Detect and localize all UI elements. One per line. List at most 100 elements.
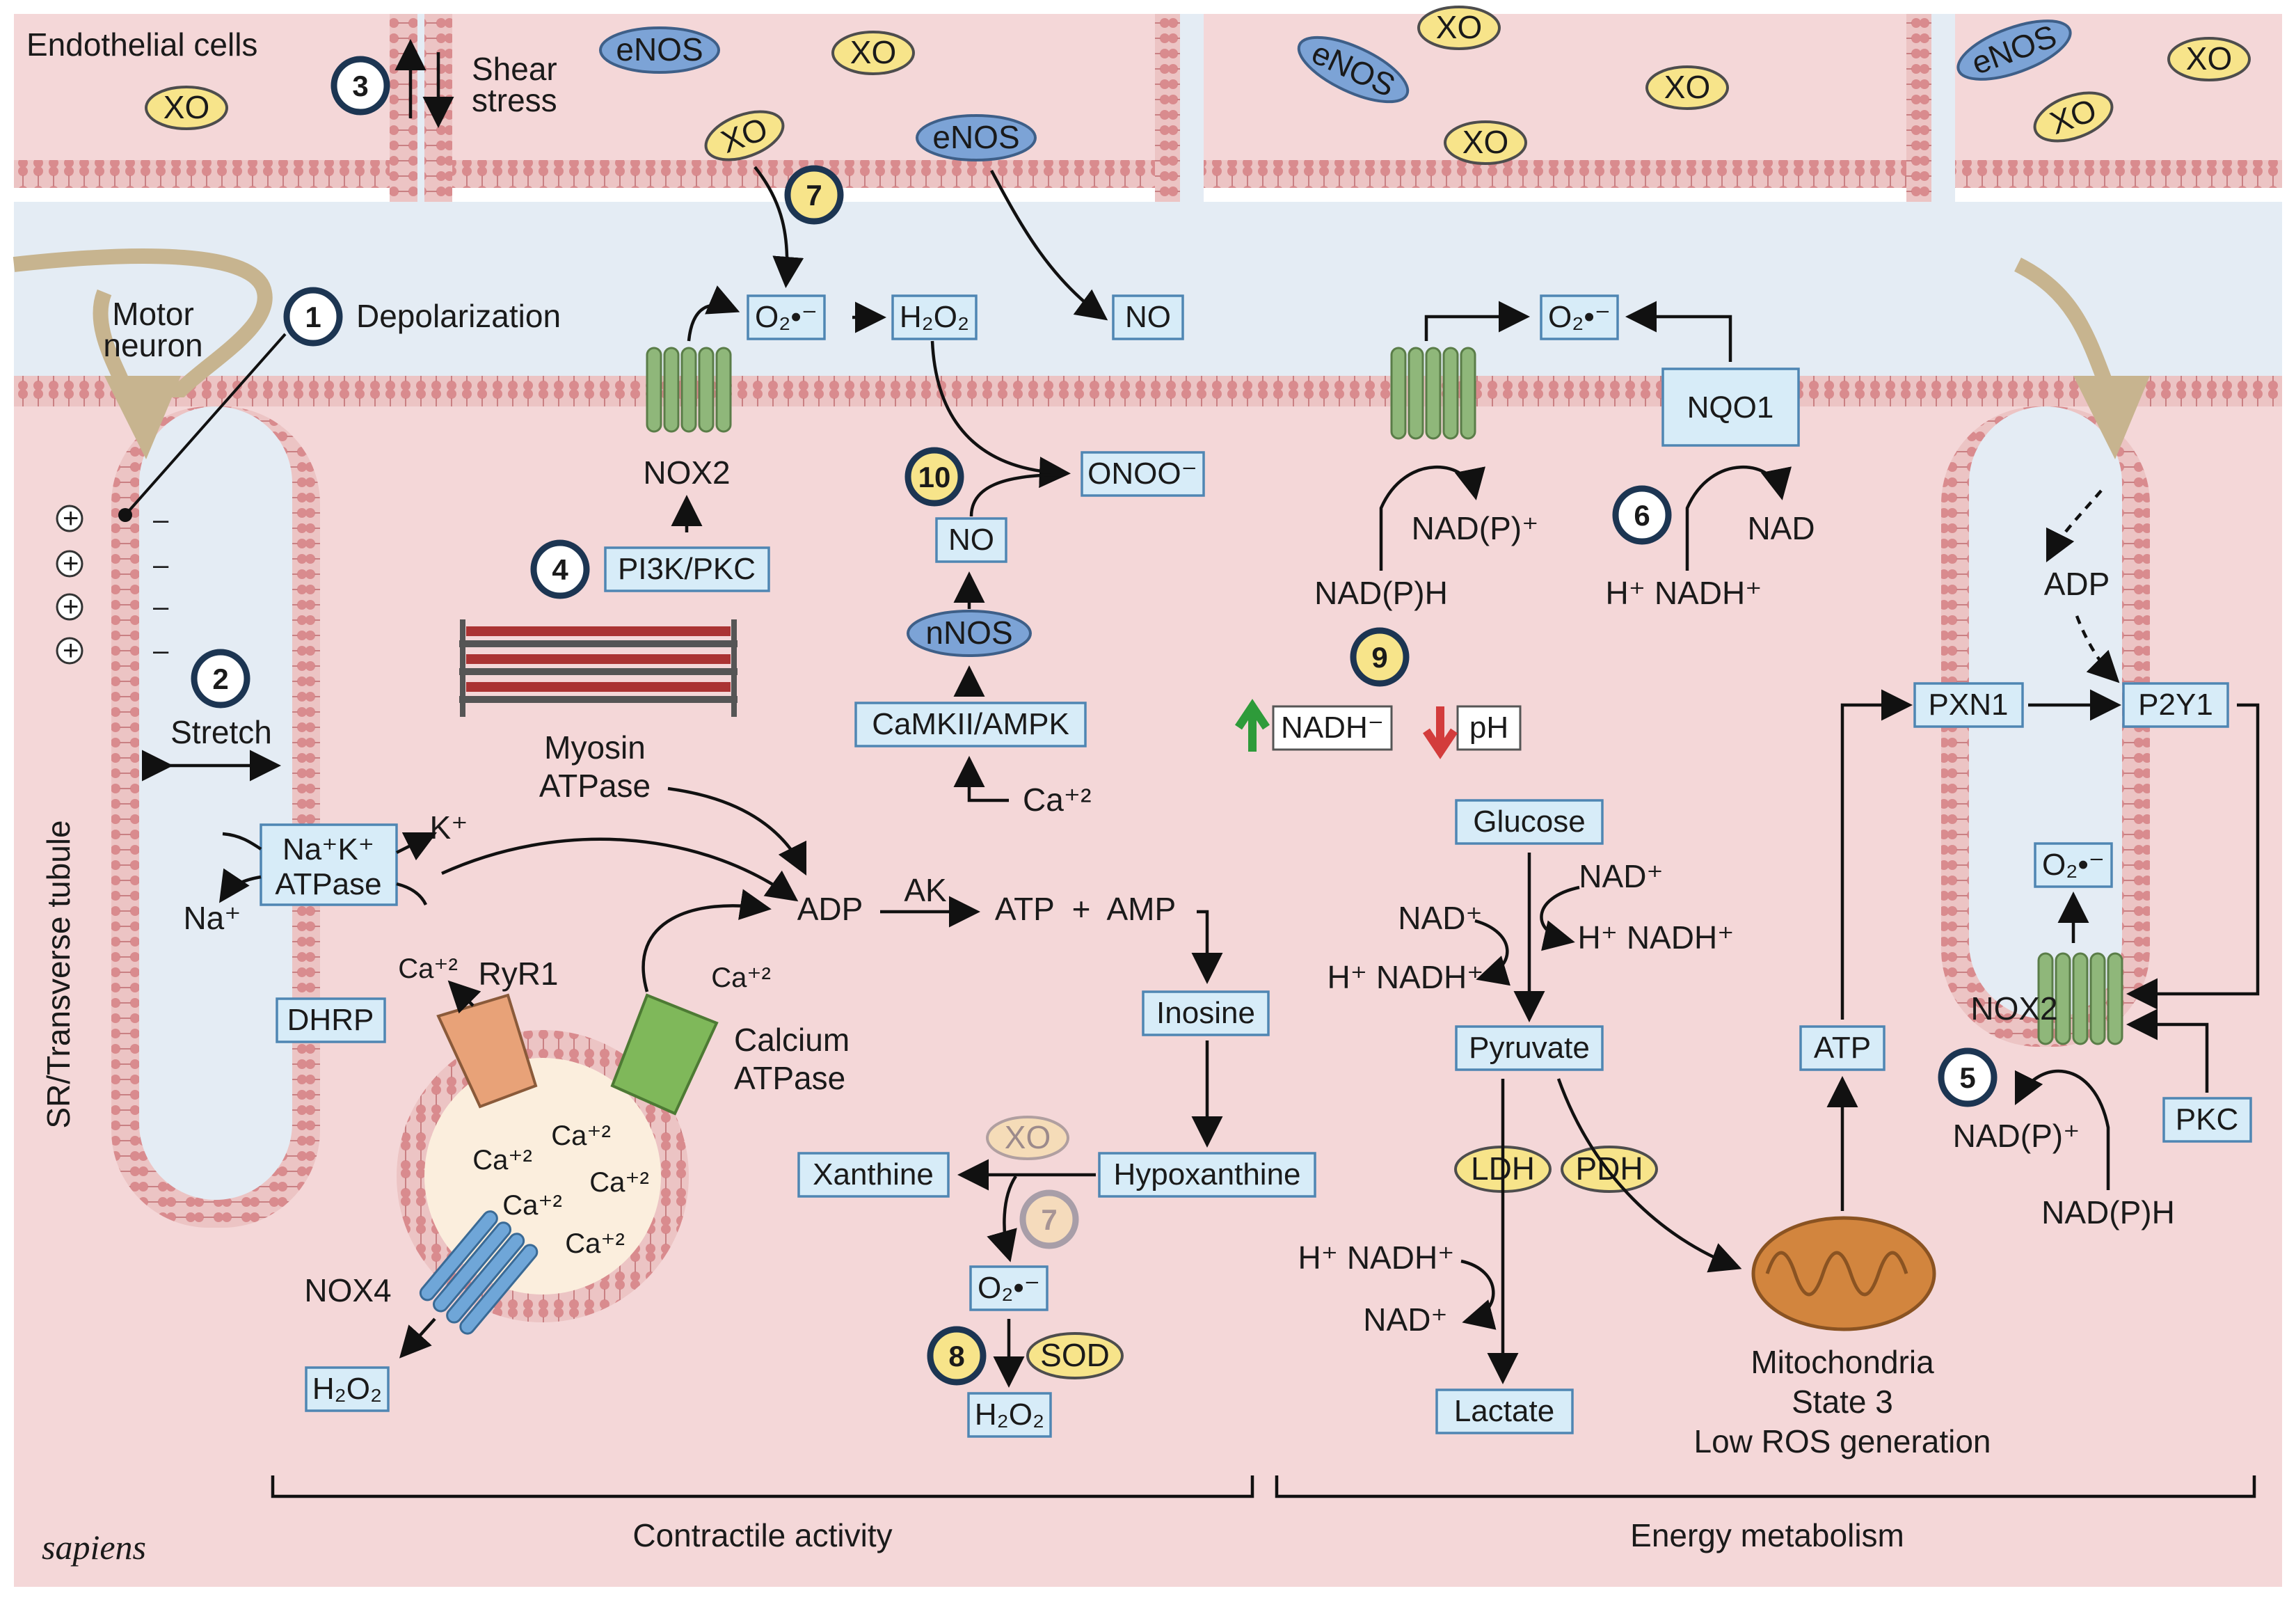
box-camkii: CaMKII/AMPK bbox=[854, 702, 1087, 747]
svg-text:PKC: PKC bbox=[2176, 1102, 2238, 1137]
svg-text:3: 3 bbox=[352, 70, 368, 102]
label-motor-neuron-1: Motor bbox=[112, 296, 194, 332]
box-nqo1: NQO1 bbox=[1661, 367, 1800, 447]
box-p2y1: P2Y1 bbox=[2122, 682, 2229, 728]
label-nad-nqo1: NAD bbox=[1747, 510, 1815, 546]
label-nox4: NOX4 bbox=[304, 1272, 391, 1308]
bracket-energy bbox=[1275, 1475, 2256, 1498]
step-7-faded: 7 bbox=[1019, 1189, 1079, 1249]
label-myosin-2: ATPase bbox=[539, 768, 651, 804]
svg-text:P2Y1: P2Y1 bbox=[2138, 688, 2213, 722]
svg-text:–: – bbox=[153, 592, 169, 622]
svg-text:eNOS: eNOS bbox=[616, 31, 703, 68]
label-mitochondria-2: State 3 bbox=[1792, 1384, 1893, 1420]
label-ak: AK bbox=[904, 872, 947, 908]
membrane-charges: + + + + – – – – bbox=[56, 503, 169, 666]
label-ca-5: Ca⁺² bbox=[565, 1228, 625, 1259]
svg-text:XO: XO bbox=[1664, 69, 1710, 105]
box-no-mid: NO bbox=[935, 517, 1007, 563]
label-adp-center: ADP bbox=[797, 891, 863, 927]
svg-text:Na⁺K⁺: Na⁺K⁺ bbox=[282, 832, 374, 866]
box-onoo: ONOO⁻ bbox=[1081, 451, 1205, 497]
sod-oval: SOD bbox=[1026, 1332, 1124, 1379]
label-ca-4: Ca⁺² bbox=[502, 1190, 562, 1221]
label-k: K⁺ bbox=[430, 809, 468, 846]
step-7: 7 bbox=[784, 165, 844, 225]
xo-oval-8: XO bbox=[2033, 91, 2114, 143]
svg-text:H₂O₂: H₂O₂ bbox=[312, 1372, 382, 1406]
xo-oval-3: XO bbox=[704, 110, 785, 161]
label-stretch: Stretch bbox=[170, 714, 272, 750]
svg-text:XO: XO bbox=[164, 89, 209, 125]
xo-oval-1: XO bbox=[145, 86, 228, 130]
svg-text:DHRP: DHRP bbox=[287, 1003, 374, 1037]
label-h-nadh-glycolysis-left: H⁺ NADH⁺ bbox=[1328, 959, 1484, 995]
xo-oval-faded: XO bbox=[986, 1116, 1069, 1160]
svg-text:H₂O₂: H₂O₂ bbox=[900, 300, 969, 334]
svg-text:XO: XO bbox=[1436, 9, 1482, 45]
bracket-contractile bbox=[271, 1475, 1254, 1498]
label-h-nadh-nqo1: H⁺ NADH⁺ bbox=[1606, 575, 1762, 611]
xo-oval-2: XO bbox=[831, 31, 915, 75]
svg-text:4: 4 bbox=[552, 553, 568, 586]
box-h2o2-top: H₂O₂ bbox=[891, 294, 978, 340]
svg-text:1: 1 bbox=[305, 301, 321, 333]
label-stress: stress bbox=[472, 82, 557, 118]
label-sr-tubule: SR/Transverse tubule bbox=[40, 820, 77, 1128]
svg-text:ATP: ATP bbox=[1814, 1031, 1871, 1065]
svg-text:ONOO⁻: ONOO⁻ bbox=[1087, 457, 1197, 491]
box-dhrp: DHRP bbox=[276, 997, 386, 1043]
svg-text:Hypoxanthine: Hypoxanthine bbox=[1113, 1157, 1300, 1192]
svg-text:nNOS: nNOS bbox=[925, 615, 1012, 651]
motor-neuron-right bbox=[2014, 258, 2150, 459]
box-atp: ATP bbox=[1799, 1025, 1886, 1071]
svg-text:PI3K/PKC: PI3K/PKC bbox=[618, 552, 756, 586]
box-pyruvate: Pyruvate bbox=[1455, 1025, 1604, 1071]
svg-text:–: – bbox=[153, 635, 169, 666]
box-hypoxanthine: Hypoxanthine bbox=[1098, 1152, 1316, 1198]
xo-oval-4: XO bbox=[1417, 6, 1501, 50]
credit-logo: sapiens bbox=[42, 1528, 146, 1567]
svg-text:NADH⁻: NADH⁻ bbox=[1281, 711, 1384, 745]
svg-text:XO: XO bbox=[1005, 1119, 1051, 1155]
interstitial-space bbox=[14, 202, 2282, 376]
label-nad-plus-ldh: NAD⁺ bbox=[1363, 1301, 1447, 1338]
myosin-icon bbox=[459, 619, 738, 717]
label-atp-amp: ATP + AMP bbox=[995, 891, 1176, 927]
label-na: Na⁺ bbox=[183, 900, 241, 936]
step-6: 6 bbox=[1612, 485, 1672, 545]
box-pxn1: PXN1 bbox=[1913, 682, 2024, 728]
box-no-top: NO bbox=[1112, 294, 1184, 340]
label-energy-metabolism: Energy metabolism bbox=[1630, 1517, 1904, 1553]
box-xanthine: Xanthine bbox=[797, 1152, 950, 1198]
box-nak-atpase: Na⁺K⁺ATPase bbox=[260, 823, 398, 906]
svg-text:NQO1: NQO1 bbox=[1687, 390, 1774, 425]
svg-text:NO: NO bbox=[1125, 300, 1171, 334]
svg-text:Glucose: Glucose bbox=[1473, 805, 1585, 839]
xo-oval-5: XO bbox=[1645, 65, 1729, 110]
svg-text:9: 9 bbox=[1371, 641, 1387, 674]
svg-text:Lactate: Lactate bbox=[1454, 1394, 1554, 1428]
label-ca-camkii: Ca⁺² bbox=[1023, 782, 1091, 818]
svg-text:O₂•⁻: O₂•⁻ bbox=[755, 300, 818, 334]
label-ryr1: RyR1 bbox=[478, 956, 558, 992]
step-3: 3 bbox=[330, 56, 390, 116]
label-nadp-plus-right: NAD(P)⁺ bbox=[1953, 1118, 2080, 1154]
svg-text:7: 7 bbox=[806, 179, 822, 212]
motor-neuron-left bbox=[13, 248, 273, 459]
label-contractile-activity: Contractile activity bbox=[632, 1517, 892, 1553]
xo-oval-6: XO bbox=[1444, 120, 1527, 165]
label-h-nadh-glycolysis-right: H⁺ NADH⁺ bbox=[1578, 919, 1735, 956]
svg-text:O₂•⁻: O₂•⁻ bbox=[1548, 300, 1611, 334]
svg-text:2: 2 bbox=[212, 663, 228, 695]
svg-text:7: 7 bbox=[1041, 1203, 1057, 1236]
reaction-arrows bbox=[118, 39, 2260, 1388]
label-nadp-plus-mid: NAD(P)⁺ bbox=[1412, 510, 1539, 546]
label-calcium: Calcium bbox=[734, 1022, 850, 1058]
box-pi3k: PI3K/PKC bbox=[604, 546, 770, 592]
label-depolarization: Depolarization bbox=[356, 298, 561, 334]
svg-text:XO: XO bbox=[2186, 40, 2232, 77]
box-nadh: NADH⁻ bbox=[1272, 705, 1393, 751]
svg-text:8: 8 bbox=[948, 1340, 964, 1372]
